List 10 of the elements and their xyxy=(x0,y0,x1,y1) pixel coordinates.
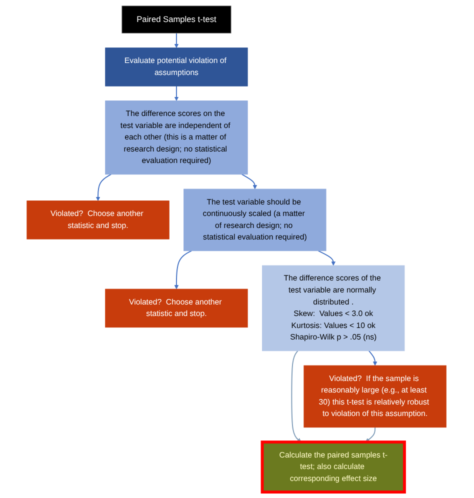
arrow xyxy=(366,426,376,442)
arrow xyxy=(174,32,180,48)
arrow xyxy=(174,86,180,101)
arrow xyxy=(242,174,258,190)
arrow xyxy=(96,174,112,202)
arrow xyxy=(368,350,378,366)
node-box: Paired Samples t-test xyxy=(122,6,232,34)
arrow xyxy=(174,250,193,290)
arrow xyxy=(318,250,336,266)
arrow xyxy=(292,350,302,442)
